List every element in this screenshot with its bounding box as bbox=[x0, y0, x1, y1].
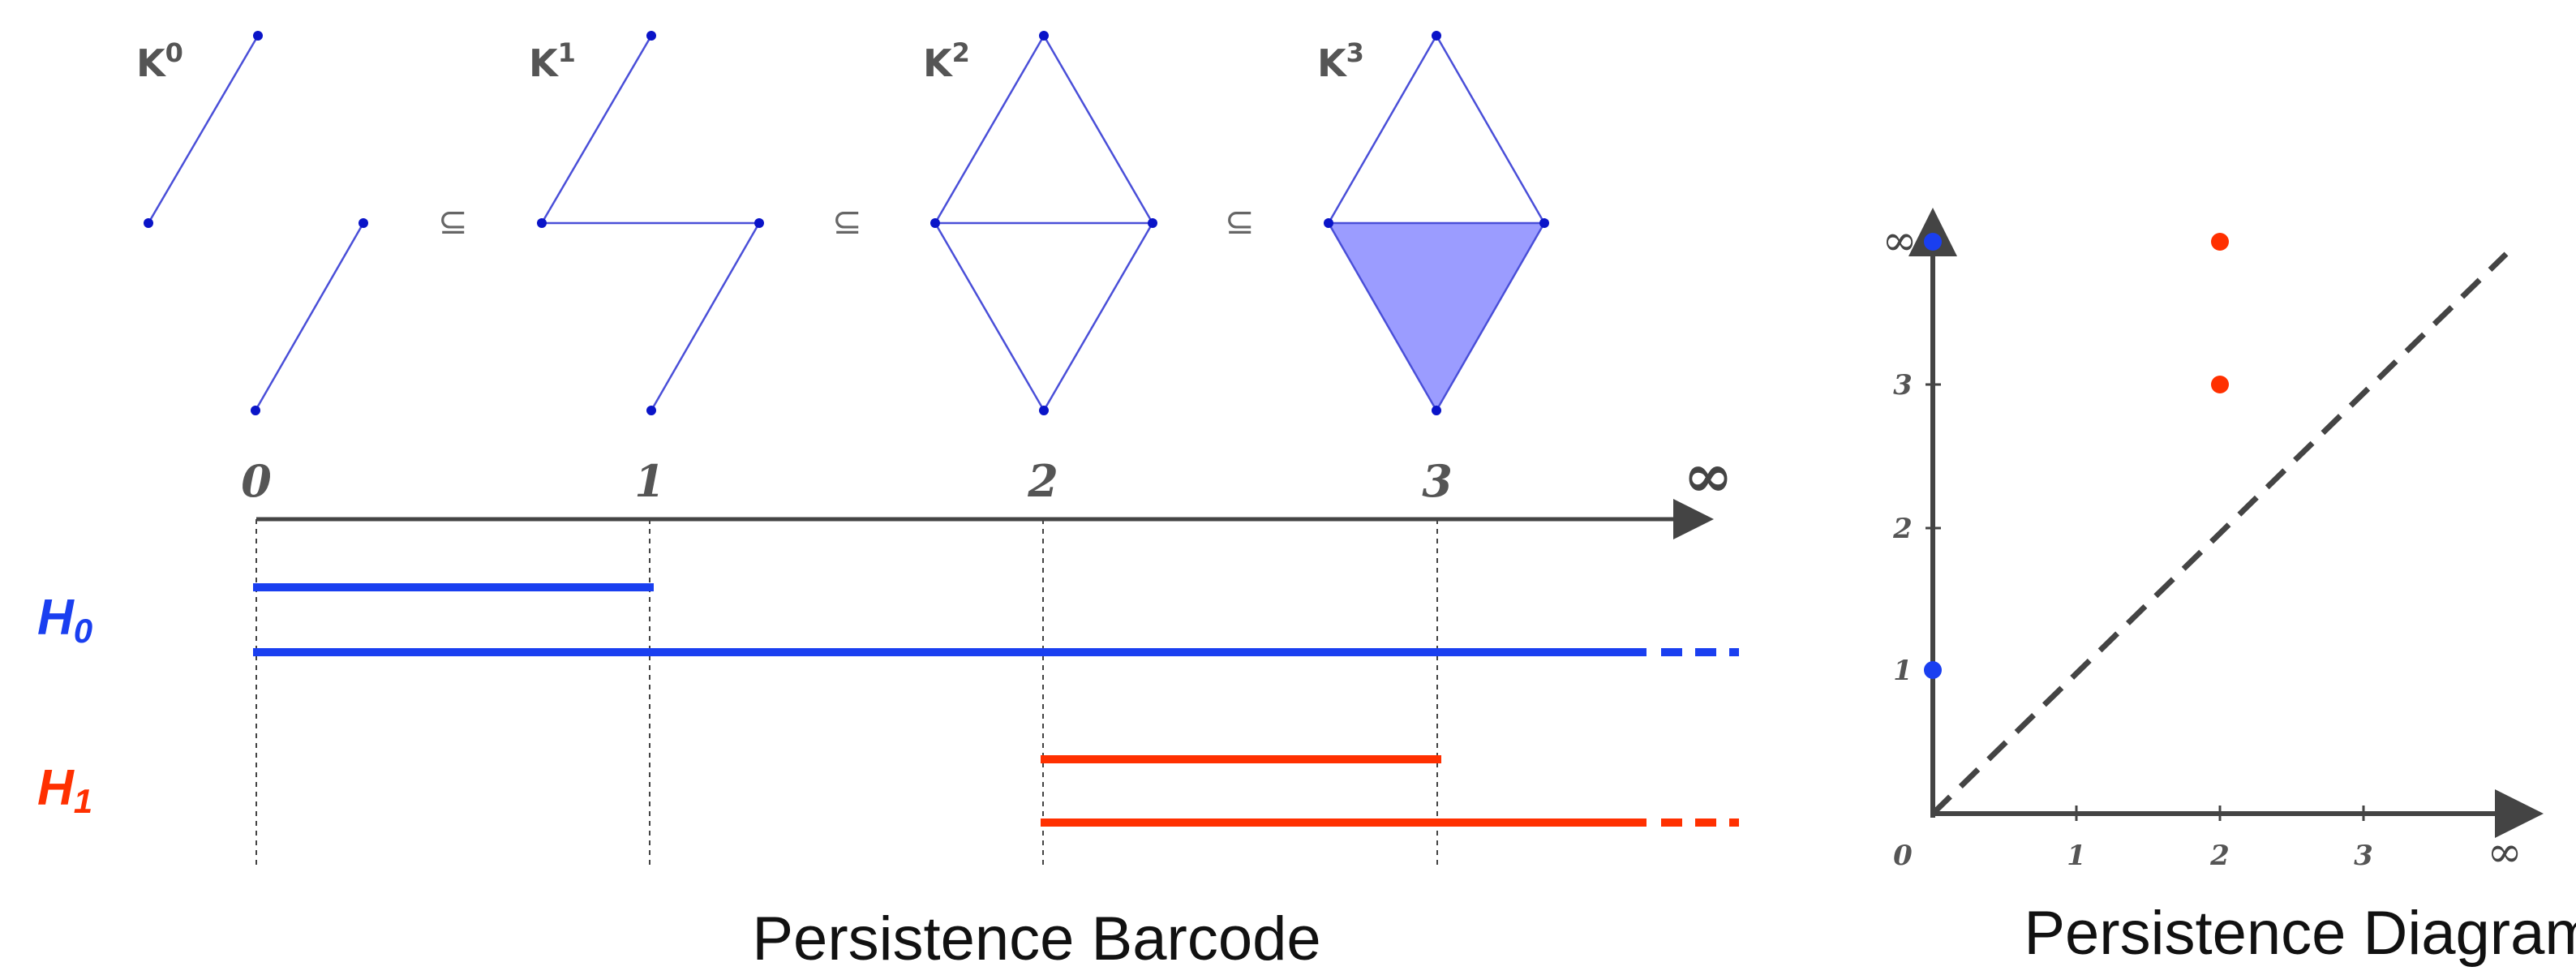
edge bbox=[147, 35, 260, 224]
diagram-x-tick: 0 bbox=[1893, 840, 1913, 872]
diagram-y-tick: 1 bbox=[1893, 655, 1913, 687]
vertex bbox=[1324, 218, 1333, 228]
filled-triangle bbox=[1329, 223, 1544, 410]
vertex bbox=[754, 218, 764, 228]
vertex bbox=[144, 218, 153, 228]
diagram-point-h0 bbox=[1924, 661, 1942, 679]
diagram-y-tick: 2 bbox=[1892, 513, 1913, 545]
diagram-point-h1 bbox=[2211, 233, 2229, 251]
complex-k0: K0 bbox=[136, 31, 368, 415]
diagram-point-h0 bbox=[1924, 233, 1942, 251]
vertex bbox=[646, 406, 656, 415]
complex-label-k0: K0 bbox=[136, 37, 183, 85]
complex-label-k3: K3 bbox=[1317, 37, 1364, 85]
barcode-tick: 0 bbox=[241, 455, 272, 507]
diagram-point-h1 bbox=[2211, 376, 2229, 393]
h1-label: H1 bbox=[37, 760, 92, 820]
diagram-y-tick: 3 bbox=[1893, 369, 1913, 402]
barcode: 0 1 2 3 ∞ H0 H1 Persistence Barcode bbox=[37, 441, 1739, 971]
vertex bbox=[930, 218, 940, 228]
barcode-tick: 3 bbox=[1422, 455, 1453, 507]
barcode-tick: 1 bbox=[634, 455, 665, 507]
complex-k3: K3 bbox=[1317, 31, 1549, 415]
diagram-diagonal bbox=[1930, 251, 2509, 816]
vertex bbox=[358, 218, 368, 228]
edge bbox=[1327, 222, 1438, 411]
diagram-points bbox=[1924, 233, 2229, 679]
h0-label: H0 bbox=[37, 590, 92, 650]
subset-symbol: ⊆ bbox=[1225, 201, 1255, 243]
edge bbox=[1327, 35, 1438, 224]
vertex bbox=[1432, 406, 1441, 415]
edge bbox=[934, 35, 1045, 224]
vertex bbox=[1432, 31, 1441, 41]
diagram-x-tick: 1 bbox=[2067, 840, 2086, 872]
diagram-y-tick-infinity: ∞ bbox=[1882, 217, 1917, 265]
barcode-tick-infinity: ∞ bbox=[1683, 441, 1733, 511]
vertex bbox=[646, 31, 656, 41]
diagram-x-tick: 3 bbox=[2354, 840, 2373, 872]
vertex bbox=[537, 218, 547, 228]
edge bbox=[254, 222, 365, 411]
edge bbox=[1435, 35, 1546, 224]
edge bbox=[1435, 222, 1546, 411]
vertex bbox=[253, 31, 263, 41]
subset-symbol: ⊆ bbox=[832, 201, 862, 243]
vertex bbox=[1039, 406, 1049, 415]
subset-symbol: ⊆ bbox=[438, 201, 468, 243]
diagram-x-tick-infinity: ∞ bbox=[2487, 828, 2522, 877]
complex-k1: K1 bbox=[529, 31, 764, 415]
barcode-tick: 2 bbox=[1027, 455, 1058, 507]
edge bbox=[934, 222, 1045, 411]
diagram-caption: Persistence Diagram bbox=[2024, 899, 2576, 968]
persistence-diagram: 0 1 2 3 ∞ 1 2 3 ∞ Persistence Diagram bbox=[1882, 208, 2576, 968]
complex-k2: K2 bbox=[923, 31, 1157, 415]
edge bbox=[540, 35, 653, 224]
vertex bbox=[1148, 218, 1157, 228]
edge bbox=[1042, 35, 1154, 224]
barcode-caption: Persistence Barcode bbox=[752, 904, 1320, 971]
edge bbox=[650, 222, 761, 411]
vertex bbox=[1539, 218, 1549, 228]
vertex bbox=[251, 406, 260, 415]
complex-label-k2: K2 bbox=[923, 37, 970, 85]
complex-label-k1: K1 bbox=[529, 37, 576, 85]
diagram-x-tick: 2 bbox=[2209, 840, 2230, 872]
vertex bbox=[1039, 31, 1049, 41]
edge bbox=[1042, 222, 1154, 411]
